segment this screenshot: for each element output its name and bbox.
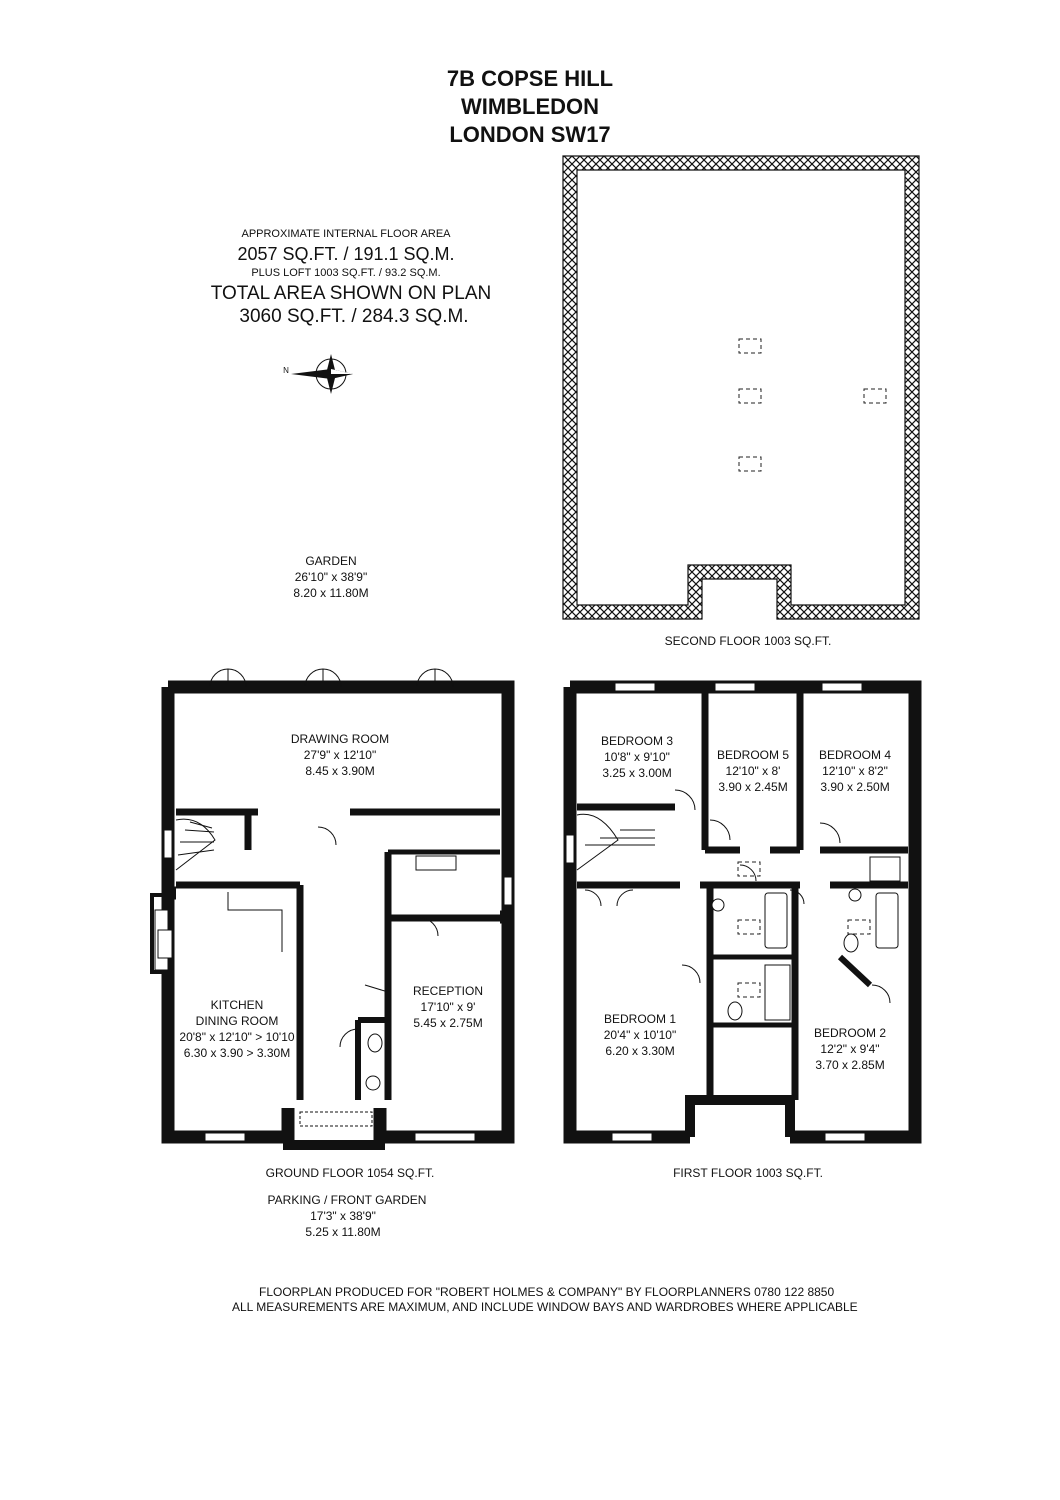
- bedroom2-imperial: 12'2" x 9'4": [820, 1042, 880, 1056]
- kitchen-imperial: 20'8" x 12'10" > 10'10: [179, 1030, 295, 1044]
- total-area-value: 3060 SQ.FT. / 284.3 SQ.M.: [239, 306, 469, 327]
- ground-floor-label: GROUND FLOOR 1054 SQ.FT.: [265, 1166, 435, 1180]
- bedroom1-imperial: 20'4" x 10'10": [603, 1028, 677, 1042]
- garden-name: GARDEN: [305, 554, 357, 568]
- reception-metric: 5.45 x 2.75M: [413, 1016, 483, 1030]
- area-loft: PLUS LOFT 1003 SQ.FT. / 93.2 SQ.M.: [251, 267, 441, 279]
- reception-imperial: 17'10" x 9': [420, 1000, 476, 1014]
- property-address-line3: LONDON SW17: [449, 122, 611, 147]
- bedroom3-metric: 3.25 x 3.00M: [602, 766, 672, 780]
- property-address-line1: 7B COPSE HILL: [446, 66, 614, 91]
- parking-imperial: 17'3" x 38'9": [310, 1209, 376, 1223]
- first-floor-plan: [563, 680, 922, 1144]
- area-main: 2057 SQ.FT. / 191.1 SQ.M.: [237, 244, 455, 264]
- bedroom4-imperial: 12'10" x 8'2": [822, 764, 888, 778]
- reception-name: RECEPTION: [412, 984, 484, 998]
- first-floor-label: FIRST FLOOR 1003 SQ.FT.: [673, 1166, 823, 1180]
- compass-rose: [291, 354, 353, 394]
- garden-metric: 8.20 x 11.80M: [293, 586, 369, 600]
- bedroom5-imperial: 12'10" x 8': [725, 764, 781, 778]
- area-heading: APPROXIMATE INTERNAL FLOOR AREA: [241, 228, 451, 240]
- bedroom5-name: BEDROOM 5: [716, 748, 790, 762]
- bedroom4-name: BEDROOM 4: [818, 748, 892, 762]
- garden-imperial: 26'10" x 38'9": [294, 570, 368, 584]
- bedroom2-name: BEDROOM 2: [813, 1026, 887, 1040]
- skylight-markers: [738, 338, 887, 472]
- compass-north-label: N: [283, 366, 289, 375]
- footer-credit: FLOORPLAN PRODUCED FOR "ROBERT HOLMES & …: [259, 1285, 835, 1299]
- parking-metric: 5.25 x 11.80M: [305, 1225, 381, 1239]
- drawing-room-name: DRAWING ROOM: [290, 732, 390, 746]
- drawing-room-metric: 8.45 x 3.90M: [305, 764, 375, 778]
- bedroom1-metric: 6.20 x 3.30M: [605, 1044, 675, 1058]
- second-floor-plan: [562, 155, 920, 620]
- bedroom1-name: BEDROOM 1: [603, 1012, 677, 1026]
- drawing-room-imperial: 27'9" x 12'10": [303, 748, 377, 762]
- kitchen-metric: 6.30 x 3.90 > 3.30M: [183, 1046, 291, 1060]
- bedroom5-metric: 3.90 x 2.45M: [718, 780, 788, 794]
- bedroom2-metric: 3.70 x 2.85M: [815, 1058, 885, 1072]
- bedroom4-metric: 3.90 x 2.50M: [820, 780, 890, 794]
- dining-room-name: DINING ROOM: [195, 1014, 279, 1028]
- second-floor-label: SECOND FLOOR 1003 SQ.FT.: [664, 634, 832, 648]
- bedroom3-name: BEDROOM 3: [600, 734, 674, 748]
- property-address-line2: WIMBLEDON: [460, 94, 600, 119]
- ground-floor-plan: [150, 668, 515, 1150]
- bedroom3-imperial: 10'8" x 9'10": [604, 750, 670, 764]
- footer-disclaimer: ALL MEASUREMENTS ARE MAXIMUM, AND INCLUD…: [232, 1300, 858, 1314]
- kitchen-name: KITCHEN: [210, 998, 264, 1012]
- parking-name: PARKING / FRONT GARDEN: [267, 1193, 427, 1207]
- total-area-heading: TOTAL AREA SHOWN ON PLAN: [210, 283, 492, 304]
